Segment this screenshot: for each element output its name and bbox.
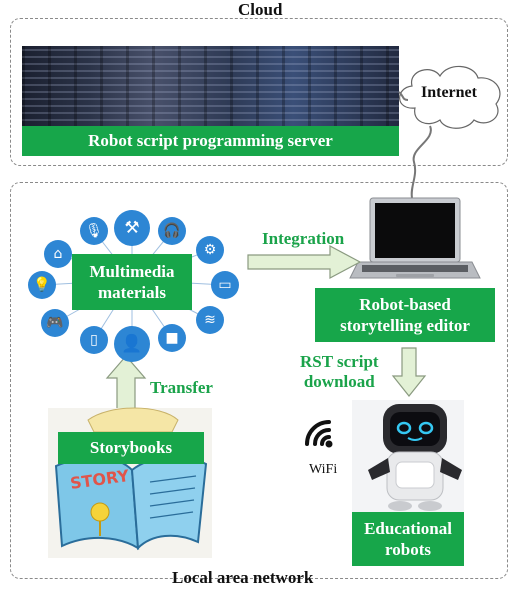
storybooks-box: Storybooks — [58, 432, 204, 464]
settings-gear-icon: ⚙ — [196, 236, 224, 264]
educational-robots-box: Educational robots — [352, 512, 464, 566]
wifi-label: WiFi — [309, 462, 338, 477]
internet-label: Internet — [421, 84, 477, 101]
storybook-image — [48, 407, 212, 558]
download-arrow — [391, 347, 427, 397]
robots-line1: Educational — [364, 518, 452, 538]
download-line2: download — [303, 372, 375, 392]
download-line1: RST script — [300, 352, 379, 371]
tools-icon: ⚒ — [114, 210, 150, 246]
internet-link-left — [398, 91, 409, 101]
gamepad-icon: 🎮 — [41, 309, 69, 337]
editor-line1: Robot-based — [359, 294, 451, 314]
headphones-icon: 🎧 — [158, 217, 186, 245]
multimedia-line2: materials — [98, 283, 166, 302]
multimedia-materials-box: Multimedia materials — [72, 254, 192, 310]
microphone-icon: 🎙 — [80, 217, 108, 245]
multimedia-line1: Multimedia — [89, 261, 175, 281]
wifi-signal-icon — [305, 420, 331, 446]
cloud-title: Cloud — [238, 0, 283, 19]
internet-cloud-icon — [399, 65, 501, 129]
wifi-icon: ≋ — [196, 306, 224, 334]
home-icon: ⌂ — [44, 240, 72, 268]
educational-robot-image — [352, 400, 464, 512]
cloud-region — [10, 18, 508, 166]
integration-label: Integration — [262, 229, 345, 248]
stop-square-icon: ■ — [158, 324, 186, 352]
internet-link-down — [410, 125, 432, 199]
server-rack-image — [22, 46, 399, 128]
storybooks-label: Storybooks — [89, 438, 173, 458]
mobile-phone-icon: ▯ — [80, 326, 108, 354]
download-label: RST script download — [300, 352, 379, 393]
server-label: Robot script programming server — [22, 126, 399, 156]
storytelling-editor-box: Robot-based storytelling editor — [315, 288, 495, 342]
monitor-icon: ▭ — [211, 271, 239, 299]
transfer-label: Transfer — [150, 378, 213, 397]
lan-region — [10, 182, 508, 579]
laptop-icon — [349, 197, 481, 279]
lightbulb-icon: 💡 — [28, 271, 56, 299]
editor-line2: storytelling editor — [340, 316, 470, 335]
robots-line2: robots — [385, 540, 431, 559]
lan-title: Local area network — [172, 568, 314, 587]
user-profile-icon: 👤 — [114, 326, 150, 362]
integration-arrow — [247, 245, 362, 279]
